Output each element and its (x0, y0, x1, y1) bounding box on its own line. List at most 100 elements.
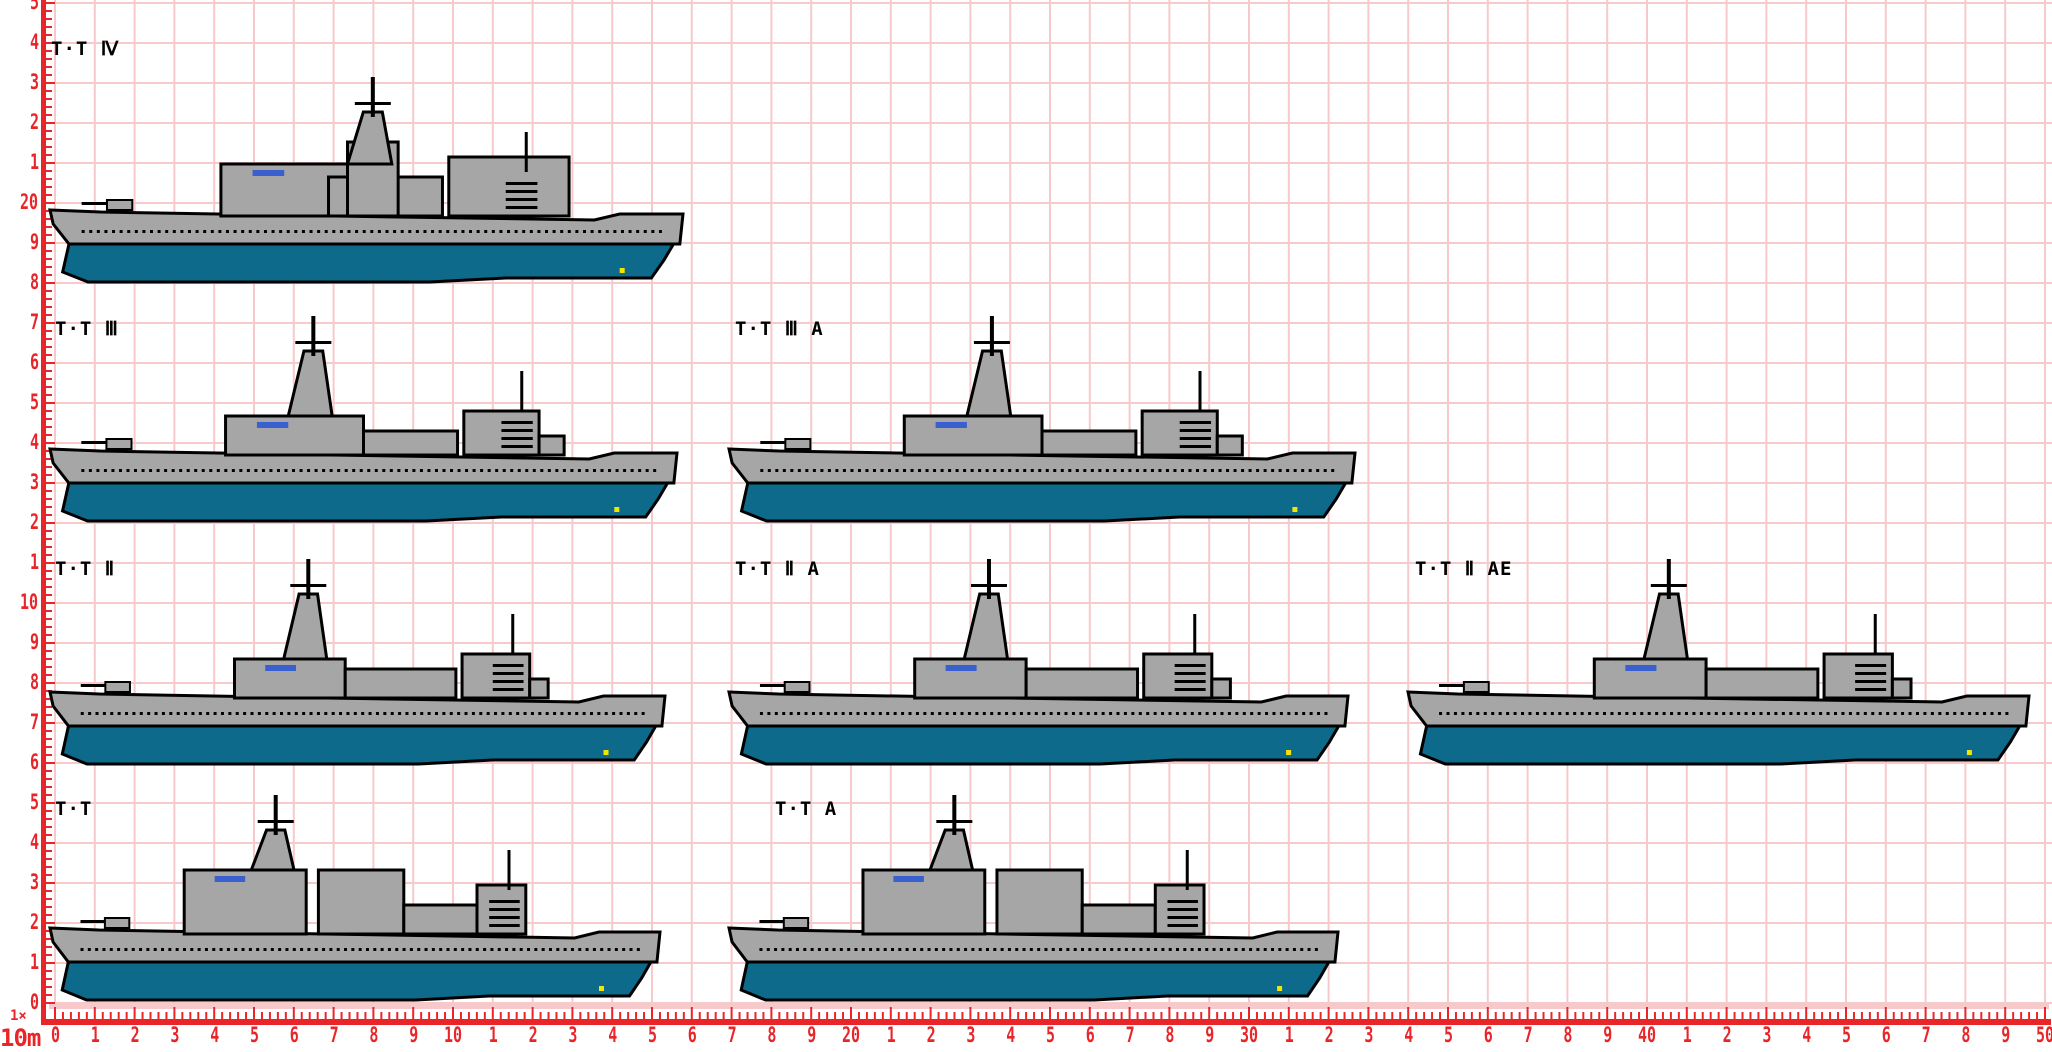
lower-hull (739, 960, 1332, 1002)
porthole (415, 230, 419, 233)
porthole (119, 230, 123, 233)
bottom-ruler-tick (420, 1012, 423, 1019)
porthole (508, 712, 512, 715)
porthole (955, 469, 959, 472)
porthole (95, 948, 99, 951)
porthole (1195, 469, 1199, 472)
bottom-ruler-tick (810, 1007, 813, 1019)
bottom-ruler-tick (1064, 1012, 1067, 1019)
mast-pole (989, 316, 994, 356)
porthole (272, 712, 276, 715)
bottom-ruler-tick (1622, 1012, 1625, 1019)
porthole (993, 948, 997, 951)
bottom-ruler-tick (1311, 1012, 1314, 1019)
bottom-ruler-tick (1598, 1012, 1601, 1019)
upper-hull (1406, 690, 2031, 728)
left-ruler-tick (46, 250, 52, 252)
porthole (1580, 712, 1584, 715)
porthole (767, 712, 771, 715)
bottom-ruler-tick (969, 1007, 972, 1019)
vent-slat (1179, 445, 1212, 448)
porthole (883, 948, 887, 951)
porthole (149, 469, 153, 472)
porthole (1188, 469, 1192, 472)
porthole (590, 230, 594, 233)
porthole (172, 230, 176, 233)
vent-slat (492, 672, 524, 675)
porthole (261, 469, 265, 472)
porthole (1915, 712, 1919, 715)
bottom-ruler-tick (157, 1012, 160, 1019)
left-ruler-tick (46, 266, 52, 268)
left-ruler-tick (46, 754, 52, 756)
porthole (949, 948, 953, 951)
lower-hull (60, 242, 677, 284)
porthole (1263, 469, 1267, 472)
porthole (256, 948, 260, 951)
aft-mast (1185, 850, 1189, 890)
porthole (1309, 712, 1313, 715)
bottom-ruler-tick (1980, 1012, 1983, 1019)
bottom-ruler-tick (1916, 1012, 1919, 1019)
porthole (191, 712, 195, 715)
mast-yard (354, 102, 391, 105)
porthole (1250, 712, 1254, 715)
porthole (294, 230, 298, 233)
porthole (810, 948, 814, 951)
porthole (450, 469, 454, 472)
bottom-ruler-tick (1948, 1012, 1951, 1019)
porthole (766, 948, 770, 951)
porthole (269, 469, 273, 472)
left-ruler-tick (46, 290, 52, 292)
porthole (1057, 712, 1061, 715)
porthole (286, 230, 290, 233)
bottom-ruler-tick (1502, 1012, 1505, 1019)
left-ruler-tick (46, 842, 55, 844)
superstructure-block (537, 434, 566, 457)
left-ruler-tick (46, 162, 55, 164)
bottom-ruler-tick (1112, 1012, 1115, 1019)
bridge-window (1625, 665, 1657, 671)
porthole (1022, 948, 1026, 951)
gun-barrel (1439, 684, 1464, 687)
bridge-window (252, 170, 285, 176)
bottom-ruler-tick (117, 1012, 120, 1019)
porthole (487, 469, 491, 472)
porthole (795, 948, 799, 951)
bottom-ruler-tick (1845, 1007, 1847, 1019)
ship-label-tt-a: T·T A (775, 798, 838, 820)
left-ruler-tick (46, 2, 55, 4)
bottom-ruler-tick (1423, 1012, 1426, 1019)
porthole (1878, 712, 1882, 715)
porthole (377, 230, 381, 233)
left-ruler-tick (46, 330, 52, 332)
bottom-ruler-tick (1216, 1012, 1219, 1019)
porthole (287, 712, 291, 715)
porthole (471, 712, 475, 715)
porthole (457, 712, 461, 715)
bottom-ruler-tick (1152, 1012, 1155, 1019)
left-ruler-tick (46, 546, 52, 548)
porthole (1008, 469, 1012, 472)
porthole (124, 948, 128, 951)
porthole (449, 712, 453, 715)
bottom-ruler-tick (539, 1012, 542, 1019)
superstructure-block (224, 414, 365, 457)
porthole (1015, 469, 1019, 472)
porthole (1714, 712, 1718, 715)
porthole (903, 469, 907, 472)
porthole (1153, 712, 1157, 715)
porthole (1068, 469, 1072, 472)
porthole (918, 469, 922, 472)
ship-label-tt-ii: T·T Ⅱ (55, 558, 116, 580)
porthole (139, 712, 143, 715)
porthole (600, 469, 604, 472)
x-axis-tick-label: 1 (90, 1022, 100, 1048)
ship-6 (48, 795, 662, 1002)
porthole (1071, 712, 1075, 715)
ship-4 (727, 559, 1350, 766)
porthole (400, 230, 404, 233)
porthole (276, 469, 280, 472)
porthole (1173, 469, 1177, 472)
porthole (759, 948, 763, 951)
